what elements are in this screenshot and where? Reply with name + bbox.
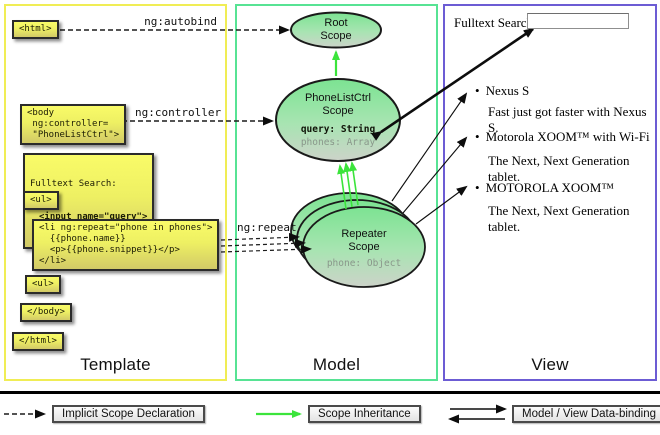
legend-separator bbox=[0, 391, 660, 394]
ng-controller-label: ng:controller bbox=[135, 106, 222, 119]
view-item-title: Nexus S bbox=[475, 83, 530, 99]
view-column-title: View bbox=[531, 355, 569, 374]
legend-scope-inheritance: Scope Inheritance bbox=[308, 405, 421, 423]
data-binding-arrows bbox=[371, 27, 535, 225]
ng-repeat-label: ng:repeat bbox=[237, 221, 297, 234]
body-open-tag-box: <body ng:controller= "PhoneListCtrl"> bbox=[20, 104, 127, 145]
html-close-tag-box: </html> bbox=[12, 332, 64, 351]
legend-data-binding: Model / View Data-binding bbox=[512, 405, 660, 423]
phone-object-prop: phone: Object bbox=[326, 258, 402, 269]
query-string-prop: query: String bbox=[300, 124, 376, 135]
li-repeat-code-box: <li ng:repeat="phone in phones"> {{phone… bbox=[32, 219, 220, 271]
ng-autobind-label: ng:autobind bbox=[144, 15, 217, 28]
ul-open-tag-box: <ul> bbox=[23, 191, 59, 210]
view-item-title: Motorola XOOM™ with Wi-Fi bbox=[475, 129, 650, 145]
repeater-scope-label: Repeater Scope bbox=[341, 228, 387, 253]
fulltext-search-input[interactable] bbox=[527, 13, 629, 29]
view-item-title: MOTOROLA XOOM™ bbox=[475, 180, 614, 196]
repeater-scope-ellipse-stack bbox=[290, 192, 426, 288]
template-column-title: Template bbox=[80, 355, 151, 374]
view-item-snippet: The Next, Next Generation tablet. bbox=[488, 203, 630, 234]
scope-inheritance-arrows bbox=[332, 50, 359, 210]
html-open-tag-box: <html> bbox=[12, 20, 59, 39]
fulltext-search-code-label: Fulltext Search: bbox=[30, 179, 117, 189]
input-query-code: <input name="query"> bbox=[39, 212, 148, 222]
model-column-title: Model bbox=[312, 355, 361, 374]
implicit-scope-arrows bbox=[52, 25, 312, 254]
body-close-tag-box: </body> bbox=[20, 303, 72, 322]
phonelistctrl-scope-label: PhoneListCtrl Scope bbox=[304, 92, 372, 117]
legend-implicit-scope: Implicit Scope Declaration bbox=[52, 405, 205, 423]
root-scope-label: Root Scope bbox=[320, 17, 352, 42]
ul-close-tag-box: <ul> bbox=[25, 275, 61, 294]
phones-array-prop: phones: Array bbox=[300, 137, 376, 148]
view-search-label: Fulltext Search: bbox=[454, 15, 537, 30]
legend-arrows bbox=[4, 404, 507, 424]
